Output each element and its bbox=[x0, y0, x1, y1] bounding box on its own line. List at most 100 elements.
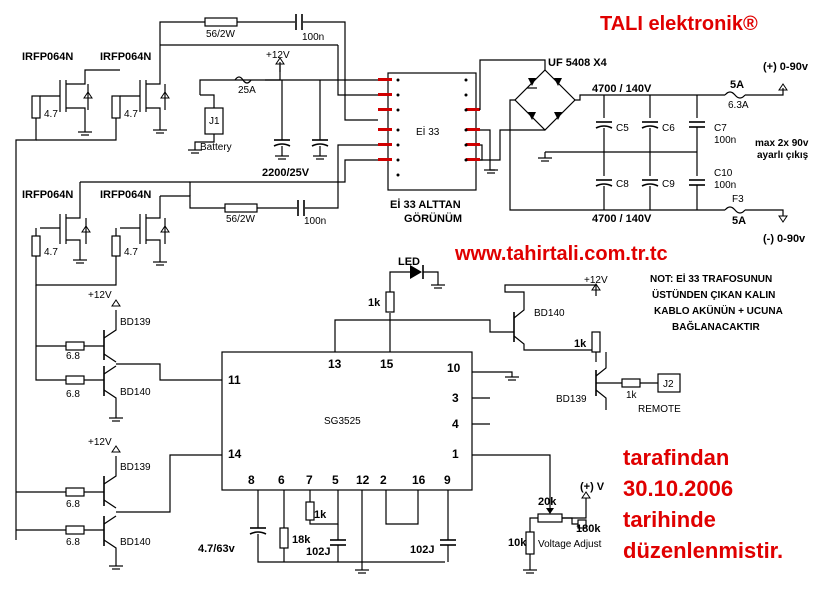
r10k-label: 10k bbox=[508, 537, 527, 549]
credit-line-1: tarafindan bbox=[623, 445, 729, 470]
gate-res-label-2: 4.7 bbox=[124, 109, 138, 120]
c5-label: C5 bbox=[616, 123, 629, 134]
pin-2: 2 bbox=[380, 473, 387, 487]
c6-label: C6 bbox=[662, 123, 675, 134]
c7-value: 100n bbox=[714, 135, 736, 146]
pin-3: 3 bbox=[452, 391, 459, 405]
pin-15: 15 bbox=[380, 357, 394, 371]
r20k-label: 20k bbox=[538, 496, 557, 508]
c10-value: 100n bbox=[714, 180, 736, 191]
snubber-res-label-top: 56/2W bbox=[206, 29, 235, 40]
pin-13: 13 bbox=[328, 357, 342, 371]
transformer-caption-1: Eİ 33 ALTTAN bbox=[390, 198, 461, 211]
r1k-label-4: 1k bbox=[314, 509, 327, 521]
fuse-out2-label: 6.3A bbox=[728, 100, 749, 111]
mosfet-label-3: IRFP064N bbox=[22, 189, 73, 201]
c9-label: C9 bbox=[662, 179, 675, 190]
snubber-cap-label-top: 100n bbox=[302, 32, 324, 43]
pin-7: 7 bbox=[306, 473, 313, 487]
bridge-rectifier bbox=[480, 69, 788, 223]
note-line-3: KABLO AKÜNÜN + UCUNA bbox=[654, 304, 783, 317]
battery-label: Battery bbox=[200, 142, 232, 153]
out-note-2: ayarlı çıkış bbox=[757, 150, 809, 161]
jack-j1-label: J1 bbox=[209, 116, 220, 127]
bd140-label-1: BD140 bbox=[120, 387, 151, 398]
r68-label-1: 6.8 bbox=[66, 351, 80, 362]
fuse-in-label: 25A bbox=[238, 85, 256, 96]
c7-label: C7 bbox=[714, 123, 727, 134]
out-pos-label: (+) 0-90v bbox=[763, 61, 809, 73]
bd140-label-2: BD140 bbox=[120, 537, 151, 548]
snubber-top bbox=[159, 14, 378, 96]
f3-label: F3 bbox=[732, 194, 744, 205]
pin-12: 12 bbox=[356, 473, 370, 487]
snubber-cap-label-bottom: 100n bbox=[304, 216, 326, 227]
bd139-label-1: BD139 bbox=[120, 317, 151, 328]
credit-line-4: düzenlenmistir. bbox=[623, 538, 783, 563]
c102-label-1: 102J bbox=[306, 546, 330, 558]
pin-9: 9 bbox=[444, 473, 451, 487]
input-section bbox=[188, 57, 378, 160]
led-label: LED bbox=[398, 256, 420, 268]
gate-res-label-4: 4.7 bbox=[124, 247, 138, 258]
snubber-bottom bbox=[80, 144, 378, 216]
cap-out-label-bottom: 4700 / 140V bbox=[592, 213, 652, 225]
snubber-res-label-bottom: 56/2W bbox=[226, 214, 255, 225]
transformer-ei33 bbox=[189, 59, 546, 196]
mosfet-label-4: IRFP064N bbox=[100, 189, 151, 201]
j2-label: J2 bbox=[663, 379, 674, 390]
r18k-label: 18k bbox=[292, 534, 311, 546]
pin-11: 11 bbox=[228, 373, 241, 387]
mosfet-label-1: IRFP064N bbox=[22, 51, 73, 63]
r1k-label-led: 1k bbox=[368, 297, 381, 309]
r68-label-2: 6.8 bbox=[66, 389, 80, 400]
pin-14: 14 bbox=[228, 447, 242, 461]
r68-label-4: 6.8 bbox=[66, 537, 80, 548]
gate-res-label-3: 4.7 bbox=[44, 247, 58, 258]
vcc-label-top: +12V bbox=[266, 50, 290, 61]
remote-label: REMOTE bbox=[638, 404, 681, 415]
fuse-out-label: 5A bbox=[730, 79, 744, 91]
mosfet-top-right bbox=[120, 45, 170, 134]
brand-title: TALI elektronik® bbox=[600, 13, 758, 35]
pin-8: 8 bbox=[248, 473, 255, 487]
r1k-label-3: 1k bbox=[626, 390, 638, 401]
out-note-1: max 2x 90v bbox=[755, 138, 809, 149]
ic-sg3525-body bbox=[221, 351, 473, 491]
fuse-out3-label: 5A bbox=[732, 215, 746, 227]
bd140-label-3: BD140 bbox=[534, 308, 565, 319]
note-line-4: BAĞLANACAKTIR bbox=[672, 320, 761, 333]
mosfet-label-2: IRFP064N bbox=[100, 51, 151, 63]
vadj-label: Voltage Adjust bbox=[538, 539, 602, 550]
pin-10: 10 bbox=[447, 361, 461, 375]
c8-label: C8 bbox=[616, 179, 629, 190]
gate-resistor-1 bbox=[31, 95, 41, 119]
transformer-caption-2: GÖRÜNÜM bbox=[404, 212, 462, 225]
vcc-label-drv2: +12V bbox=[88, 437, 112, 448]
website-url: www.tahirtali.com.tr.tc bbox=[454, 243, 668, 265]
pin-1: 1 bbox=[452, 447, 459, 461]
r180k-label: 180k bbox=[576, 523, 601, 535]
mosfet-bottom-pair bbox=[31, 182, 170, 286]
ic-label: SG3525 bbox=[324, 416, 361, 427]
cap-out-label-top: 4700 / 140V bbox=[592, 83, 652, 95]
cap-in-label: 2200/25V bbox=[262, 167, 310, 179]
note-line-1: NOT: Eİ 33 TRAFOSUNUN bbox=[650, 272, 772, 285]
credit-line-2: 30.10.2006 bbox=[623, 476, 733, 501]
note-line-2: ÜSTÜNDEN ÇIKAN KALIN bbox=[652, 288, 775, 301]
c-soft-label: 4.7/63v bbox=[198, 543, 236, 555]
gate-resistor-2 bbox=[111, 95, 121, 119]
driver-stage-1 bbox=[35, 285, 222, 422]
mosfet-top-left bbox=[40, 69, 120, 136]
credit-line-3: tarihinde bbox=[623, 507, 716, 532]
c10-label: C10 bbox=[714, 168, 733, 179]
transformer-label: Eİ 33 bbox=[416, 125, 440, 138]
out-neg-label: (-) 0-90v bbox=[763, 233, 806, 245]
pin-5: 5 bbox=[332, 473, 339, 487]
r68-label-3: 6.8 bbox=[66, 499, 80, 510]
bd139-label-2: BD139 bbox=[120, 462, 151, 473]
vplus-label: (+) V bbox=[580, 481, 605, 493]
pin-16: 16 bbox=[412, 473, 426, 487]
